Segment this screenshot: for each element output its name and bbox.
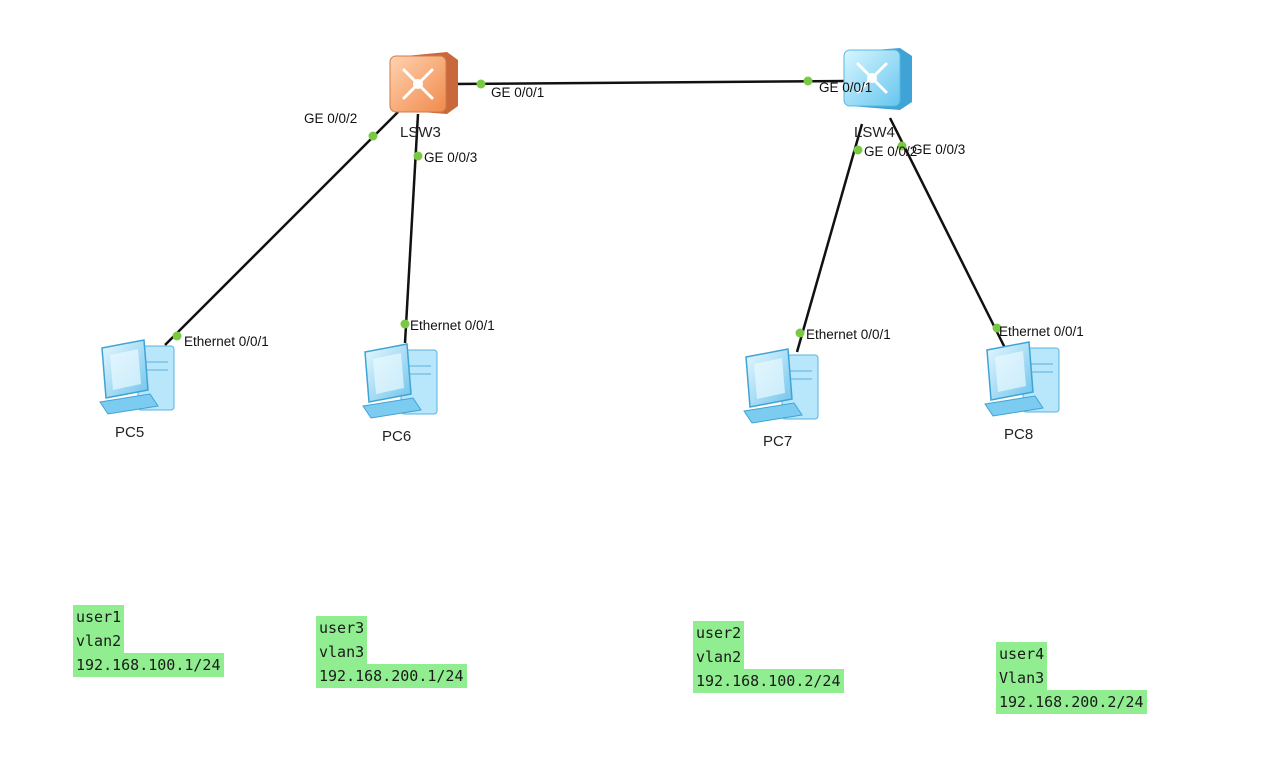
links [164, 79, 1008, 353]
port-label: GE 0/0/2 [304, 111, 357, 126]
port-labels: GE 0/0/1 GE 0/0/1 GE 0/0/2 GE 0/0/3 GE 0… [184, 80, 1084, 349]
note-line: user4 [996, 642, 1048, 666]
pc-pc6[interactable]: PC6 [362, 343, 438, 445]
link-lsw3-lsw4[interactable] [451, 79, 849, 86]
note-user4[interactable]: user4 Vlan3 192.168.200.2/24 [996, 642, 1147, 714]
device-label-pc5: PC5 [115, 424, 144, 441]
pc-pc7[interactable]: PC7 [743, 348, 819, 450]
port-dot [803, 76, 813, 86]
device-label-lsw4: LSW4 [854, 124, 895, 141]
link-lsw3-pc5[interactable] [164, 111, 399, 346]
pc-icon [99, 339, 175, 415]
port-dots [172, 76, 1002, 341]
note-line: vlan2 [73, 629, 125, 653]
port-label: GE 0/0/3 [912, 142, 965, 157]
pc-pc8[interactable]: PC8 [984, 341, 1060, 443]
switch-lsw3[interactable]: LSW3 [389, 52, 458, 141]
port-dot [413, 151, 423, 161]
device-label-pc7: PC7 [763, 433, 792, 450]
port-label: GE 0/0/3 [424, 150, 477, 165]
switch-icon [843, 48, 912, 110]
note-line: 192.168.200.2/24 [996, 690, 1147, 714]
note-line: user2 [693, 621, 745, 645]
note-user2[interactable]: user2 vlan2 192.168.100.2/24 [693, 621, 844, 693]
link-lsw4-pc8[interactable] [888, 117, 1008, 351]
pc-icon [362, 343, 438, 419]
note-line: vlan3 [316, 640, 368, 664]
port-dot [795, 328, 805, 338]
pc-icon [743, 348, 819, 424]
port-label: Ethernet 0/0/1 [999, 324, 1084, 339]
device-label-pc6: PC6 [382, 428, 411, 445]
pc-icon [984, 341, 1060, 417]
port-dot [400, 319, 410, 329]
device-label-lsw3: LSW3 [400, 124, 441, 141]
port-label: Ethernet 0/0/1 [184, 334, 269, 349]
port-label: Ethernet 0/0/1 [806, 327, 891, 342]
port-label: GE 0/0/2 [864, 144, 917, 159]
note-line: user3 [316, 616, 368, 640]
port-label: GE 0/0/1 [491, 85, 544, 100]
note-user3[interactable]: user3 vlan3 192.168.200.1/24 [316, 616, 467, 688]
port-dot [172, 331, 182, 341]
switch-lsw4[interactable]: LSW4 [843, 48, 912, 141]
note-line: 192.168.200.1/24 [316, 664, 467, 688]
port-dot [992, 323, 1002, 333]
port-label: Ethernet 0/0/1 [410, 318, 495, 333]
note-user1[interactable]: user1 vlan2 192.168.100.1/24 [73, 605, 224, 677]
port-label: GE 0/0/1 [819, 80, 872, 95]
port-dot [368, 131, 378, 141]
note-line: user1 [73, 605, 125, 629]
port-dot [853, 145, 863, 155]
note-line: 192.168.100.1/24 [73, 653, 224, 677]
switch-icon [389, 52, 458, 114]
link-lsw3-pc6[interactable] [403, 113, 420, 344]
port-dot [476, 79, 486, 89]
note-line: vlan2 [693, 645, 745, 669]
pc-pc5[interactable]: PC5 [99, 339, 175, 441]
note-line: Vlan3 [996, 666, 1048, 690]
port-dot [897, 141, 907, 151]
device-label-pc8: PC8 [1004, 426, 1033, 443]
note-line: 192.168.100.2/24 [693, 669, 844, 693]
link-lsw4-pc7[interactable] [795, 123, 864, 353]
